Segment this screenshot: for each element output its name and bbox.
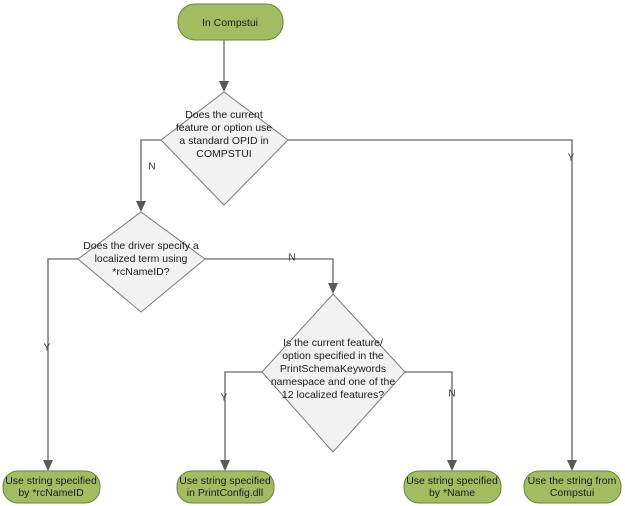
terminal-rcnameid-line-1: Use string specified [5, 475, 97, 487]
connector-rcnameid-yes [47, 258, 78, 464]
decision-rcnameid-line-1: Does the driver specify a [83, 240, 199, 252]
arrowhead-compstui-top [567, 460, 577, 471]
decision-rcnameid-line-2: localized term using [95, 253, 188, 265]
decision-opid-line-1: Does the current [185, 109, 263, 121]
decision-printschema-line-2: option specified in the [282, 350, 384, 362]
arrowhead-opid-top [219, 81, 229, 92]
decision-rcnameid-line-3: *rcNameID? [112, 266, 169, 278]
decision-printschema-line-4: namespace and one of the [271, 376, 396, 388]
connector-rcnameid-no [205, 258, 334, 287]
decision-opid-line-3: a standard OPID in [179, 135, 268, 147]
start-shape [177, 3, 284, 41]
terminal-compstui-line-2: Compstui [550, 487, 594, 499]
terminal-name-line-1: Use string specified [406, 475, 498, 487]
node-terminal-compstui[interactable]: Use the string from Compstui [523, 470, 622, 504]
decision-rcnameid-shape [77, 211, 206, 313]
terminal-printconfig-line-1: Use string specified [179, 475, 271, 487]
decision-printschema-line-1: Is the current feature/ [283, 337, 383, 349]
node-decision-opid[interactable]: Does the current feature or option use a… [160, 91, 289, 206]
terminal-name-line-2: by *Name [429, 487, 475, 499]
arrowhead-rcnameid-terminal-top [43, 460, 53, 471]
arrowhead-rcnameid-top [136, 201, 146, 212]
terminal-printconfig-shape [176, 470, 275, 504]
decision-printschema-shape [261, 293, 406, 453]
decision-opid-line-4: COMPSTUI [196, 148, 251, 160]
node-decision-printschema[interactable]: Is the current feature/ option specified… [261, 293, 406, 453]
terminal-compstui-line-1: Use the string from [528, 475, 617, 487]
arrowhead-printschema-top [328, 283, 338, 294]
terminal-rcnameid-shape [2, 470, 101, 504]
node-terminal-rcnameid[interactable]: Use string specified by *rcNameID [2, 470, 101, 504]
connector-opid-yes [288, 139, 573, 464]
terminal-compstui-shape [523, 470, 622, 504]
connector-layer [43, 40, 577, 471]
decision-printschema-line-3: PrintSchemaKeywords [280, 363, 386, 375]
node-decision-rcnameid[interactable]: Does the driver specify a localized term… [77, 211, 206, 313]
edge-label-layer: N Y Y N Y N [44, 153, 575, 404]
edge-label-opid-no: N [148, 162, 155, 173]
arrowhead-printconfig-top [220, 460, 230, 471]
node-terminal-printconfig[interactable]: Use string specified in PrintConfig.dll [176, 470, 275, 504]
decision-printschema-line-5: 12 localized features? [282, 389, 384, 401]
start-label: In Compstui [202, 17, 258, 29]
edge-label-opid-yes: Y [568, 153, 575, 164]
terminal-name-shape [403, 470, 502, 504]
connector-printschema-yes [224, 371, 262, 464]
edge-label-printschema-yes: Y [221, 393, 228, 404]
terminal-rcnameid-line-2: by *rcNameID [18, 487, 84, 499]
arrowhead-name-top [447, 460, 457, 471]
node-terminal-name[interactable]: Use string specified by *Name [403, 470, 502, 504]
decision-opid-shape [160, 91, 289, 206]
connector-opid-no [140, 139, 161, 205]
connector-printschema-no [405, 371, 453, 464]
terminal-printconfig-line-2: in PrintConfig.dll [187, 487, 263, 499]
decision-opid-line-2: feature or option use [176, 122, 272, 134]
edge-label-rcnameid-yes: Y [44, 343, 51, 354]
node-start[interactable]: In Compstui [177, 3, 284, 41]
edge-label-rcnameid-no: N [288, 253, 295, 264]
edge-label-printschema-no: N [448, 389, 455, 400]
